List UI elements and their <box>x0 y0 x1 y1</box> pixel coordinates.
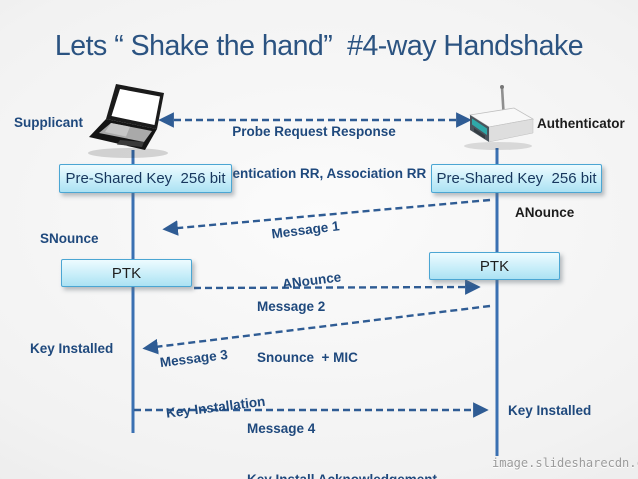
ptk-box-supplicant-text: PTK <box>111 264 142 282</box>
association-text: Authentication RR, Association RR <box>201 166 427 181</box>
anounce-label: ANounce <box>515 205 575 220</box>
message3-arrow <box>142 304 491 355</box>
probe-request-label: Probe Request Response <box>155 89 473 174</box>
message2-label: Message 2 Snounce + MIC <box>257 264 358 400</box>
probe-request-text: Probe Request Response <box>232 124 396 139</box>
psk-box-supplicant: Pre-Shared Key 256 bit <box>59 164 232 193</box>
psk-box-supplicant-text: Pre-Shared Key 256 bit <box>65 170 226 187</box>
message2-arrow <box>193 279 481 295</box>
message1-arrow <box>162 198 491 236</box>
supplicant-label: Supplicant <box>14 115 84 130</box>
snounce-label: SNounce <box>40 231 99 246</box>
message1-title: Message 1 <box>270 218 341 242</box>
message4-detail: Key Install Acknowledgement <box>247 471 437 479</box>
ptk-box-authenticator: PTK <box>429 252 560 280</box>
access-point-icon <box>464 85 535 150</box>
association-label: Authentication RR, Association RR <box>155 131 473 216</box>
laptop-icon <box>88 84 168 158</box>
message2-detail: Snounce + MIC <box>257 350 358 365</box>
message2-title: Message 2 <box>257 299 326 314</box>
message4-title: Message 4 <box>247 421 316 436</box>
slide-title: Lets “ Shake the hand” #4-way Handshake <box>54 30 584 62</box>
ptk-box-authenticator-text: PTK <box>479 257 510 275</box>
ptk-box-supplicant: PTK <box>61 259 192 287</box>
authenticator-label: Authenticator <box>537 116 625 131</box>
message4-label: Message 4 Key Install Acknowledgement <box>247 386 437 479</box>
psk-box-authenticator: Pre-Shared Key 256 bit <box>431 164 602 193</box>
slidesharecdn-watermark: image.slidesharecdn.com <box>492 456 638 470</box>
key-installed-right-label: Key Installed <box>508 403 592 418</box>
key-installed-left-label: Key Installed <box>30 341 114 356</box>
message3-title: Message 3 <box>158 346 229 371</box>
psk-box-authenticator-text: Pre-Shared Key 256 bit <box>436 170 597 187</box>
